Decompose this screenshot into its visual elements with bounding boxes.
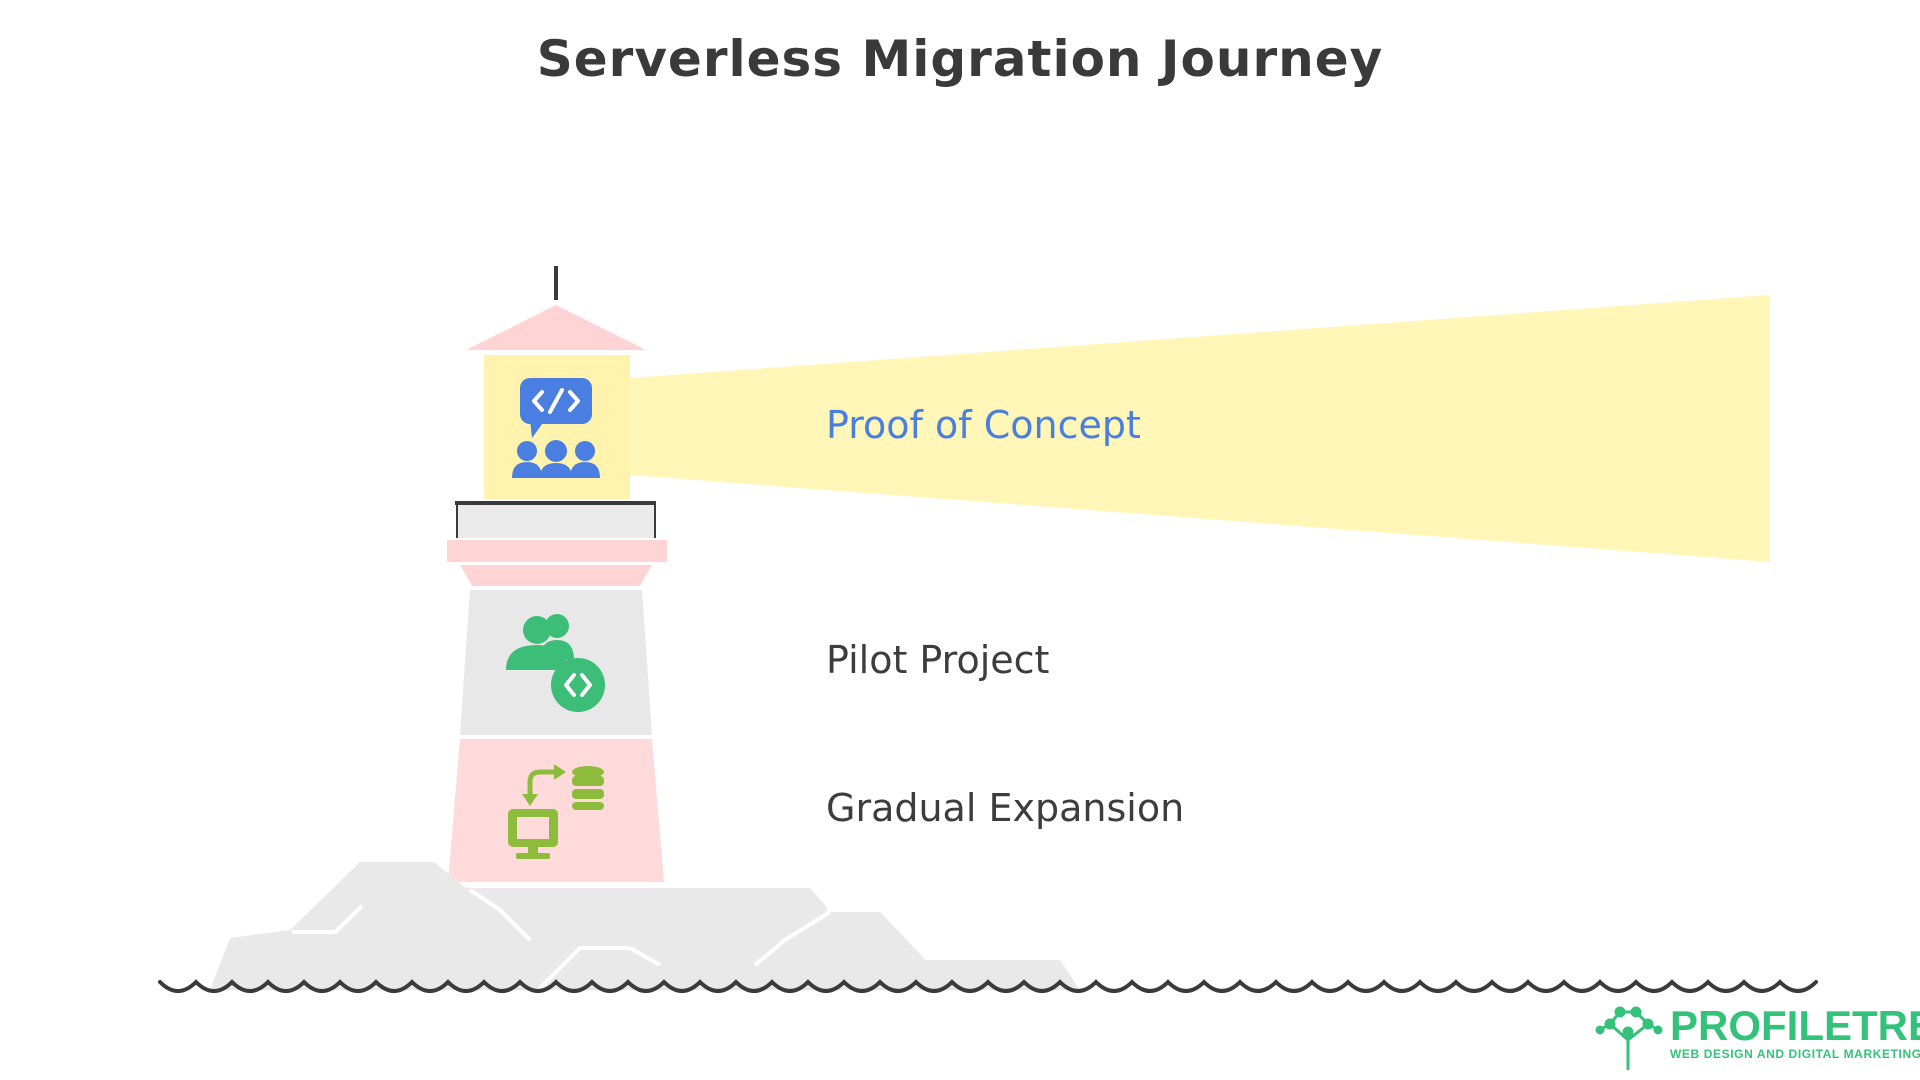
stage-label-pilot-project: Pilot Project xyxy=(826,638,1050,682)
logo-name: PROFILETREE xyxy=(1670,1002,1920,1049)
stage-label-proof-of-concept: Proof of Concept xyxy=(826,403,1141,447)
users-code-icon xyxy=(506,614,605,712)
logo-tagline: WEB DESIGN AND DIGITAL MARKETING xyxy=(1670,1047,1920,1061)
computer-database-sync-icon xyxy=(508,764,604,859)
light-beam xyxy=(630,295,1770,562)
gallery-platform xyxy=(447,540,667,562)
gallery-wall xyxy=(458,505,654,538)
rocks xyxy=(210,862,1080,990)
logo-icon-space xyxy=(1592,1003,1662,1063)
rock-crack-lines xyxy=(292,888,832,992)
page-title: Serverless Migration Journey xyxy=(536,30,1384,88)
tree-network-icon xyxy=(1595,1006,1663,1070)
stage-label-gradual-expansion: Gradual Expansion xyxy=(826,786,1185,830)
logo-text: PROFILETREE WEB DESIGN AND DIGITAL MARKE… xyxy=(1670,1002,1920,1062)
gallery-support xyxy=(460,565,652,586)
profiletree-logo: PROFILETREE WEB DESIGN AND DIGITAL MARKE… xyxy=(1592,1003,1920,1063)
sea-waves xyxy=(158,979,1818,993)
code-chat-team-icon xyxy=(512,378,600,478)
lighthouse-roof xyxy=(466,305,646,350)
